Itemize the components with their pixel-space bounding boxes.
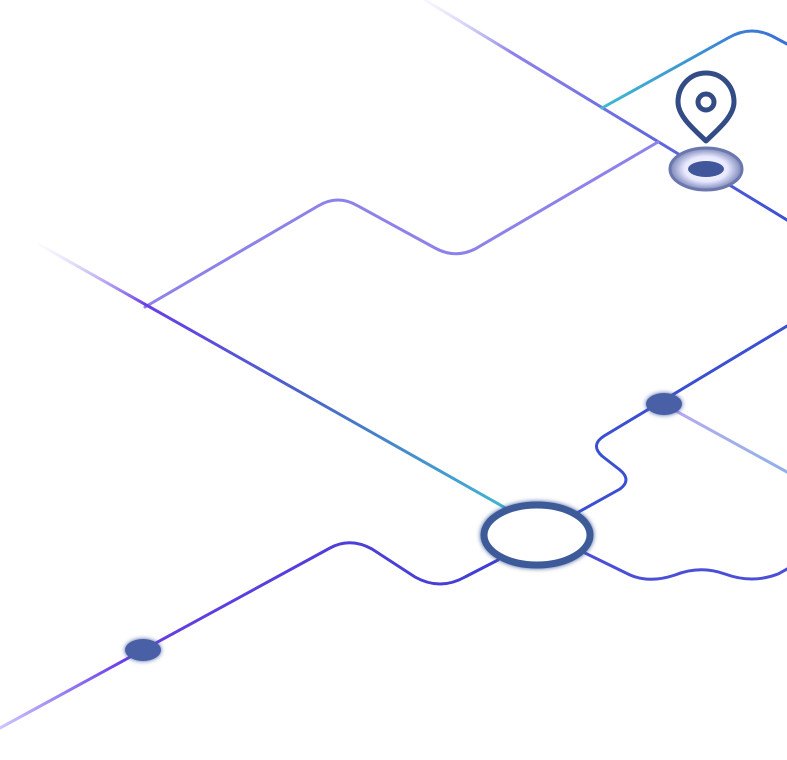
hub-to-right-route <box>573 324 787 516</box>
hub-node <box>480 501 594 569</box>
lower-left-route <box>0 541 500 730</box>
long-diagonal-route <box>38 243 520 517</box>
pin-base-node <box>668 146 744 192</box>
bottom-wave-route <box>583 551 787 581</box>
right-branch-route <box>663 403 787 474</box>
junction-node-left <box>125 639 161 661</box>
teal-upper-route <box>600 29 787 110</box>
junction-node-right <box>646 393 682 415</box>
location-pin-icon <box>675 70 737 144</box>
upper-branch-route <box>143 140 660 309</box>
